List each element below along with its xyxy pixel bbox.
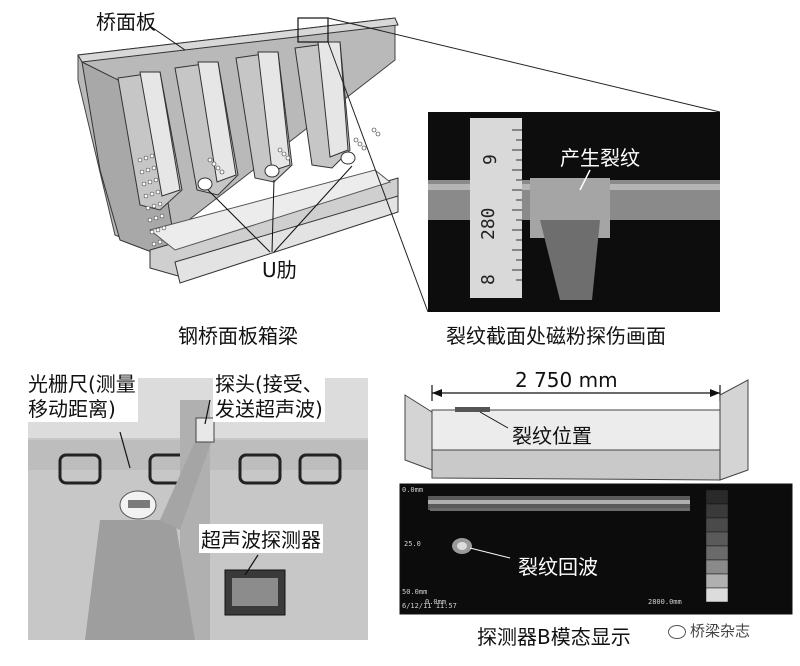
wechat-icon	[668, 624, 686, 639]
ruler-number-c-wrap: 8	[478, 274, 499, 285]
ruler-number-b: 280	[478, 207, 499, 240]
ruler-numbers: 9	[480, 154, 501, 165]
scope-left-mid: 25.0	[404, 540, 421, 548]
scope-date: 6/12/11 11:57	[402, 602, 457, 610]
scope-top-left: 0.0mm	[402, 486, 424, 494]
scope-bottom-right: 2800.0mm	[648, 598, 682, 606]
mpi-caption: 裂纹截面处磁粉探伤画面	[446, 324, 666, 348]
ruler-number-b-wrap: 280	[478, 207, 499, 240]
watermark: 桥梁杂志	[668, 620, 750, 641]
probe-label: 探头(接受、 发送超声波)	[213, 372, 325, 422]
crack-generated-label: 产生裂纹	[560, 146, 640, 170]
ruler-number-c: 8	[478, 274, 499, 285]
box-girder-caption: 钢桥面板箱梁	[178, 324, 298, 348]
ultrasonic-detector-label: 超声波探测器	[199, 524, 323, 553]
grating-ruler-label: 光栅尺(测量 移动距离)	[26, 372, 138, 422]
crack-echo-label: 裂纹回波	[518, 555, 598, 579]
watermark-text: 桥梁杂志	[690, 622, 751, 640]
u-rib-label: U肋	[262, 258, 297, 282]
deck-plate-label: 桥面板	[96, 10, 156, 34]
scope-left-bottom: 50.0mm	[402, 588, 428, 596]
dimension-label: 2 750 mm	[515, 368, 618, 392]
crack-position-label: 裂纹位置	[512, 424, 592, 448]
bmode-caption: 探测器B模态显示	[477, 625, 631, 649]
scope-bottom-left: 0.0mm	[425, 598, 447, 606]
ruler-number-a: 9	[480, 154, 501, 165]
